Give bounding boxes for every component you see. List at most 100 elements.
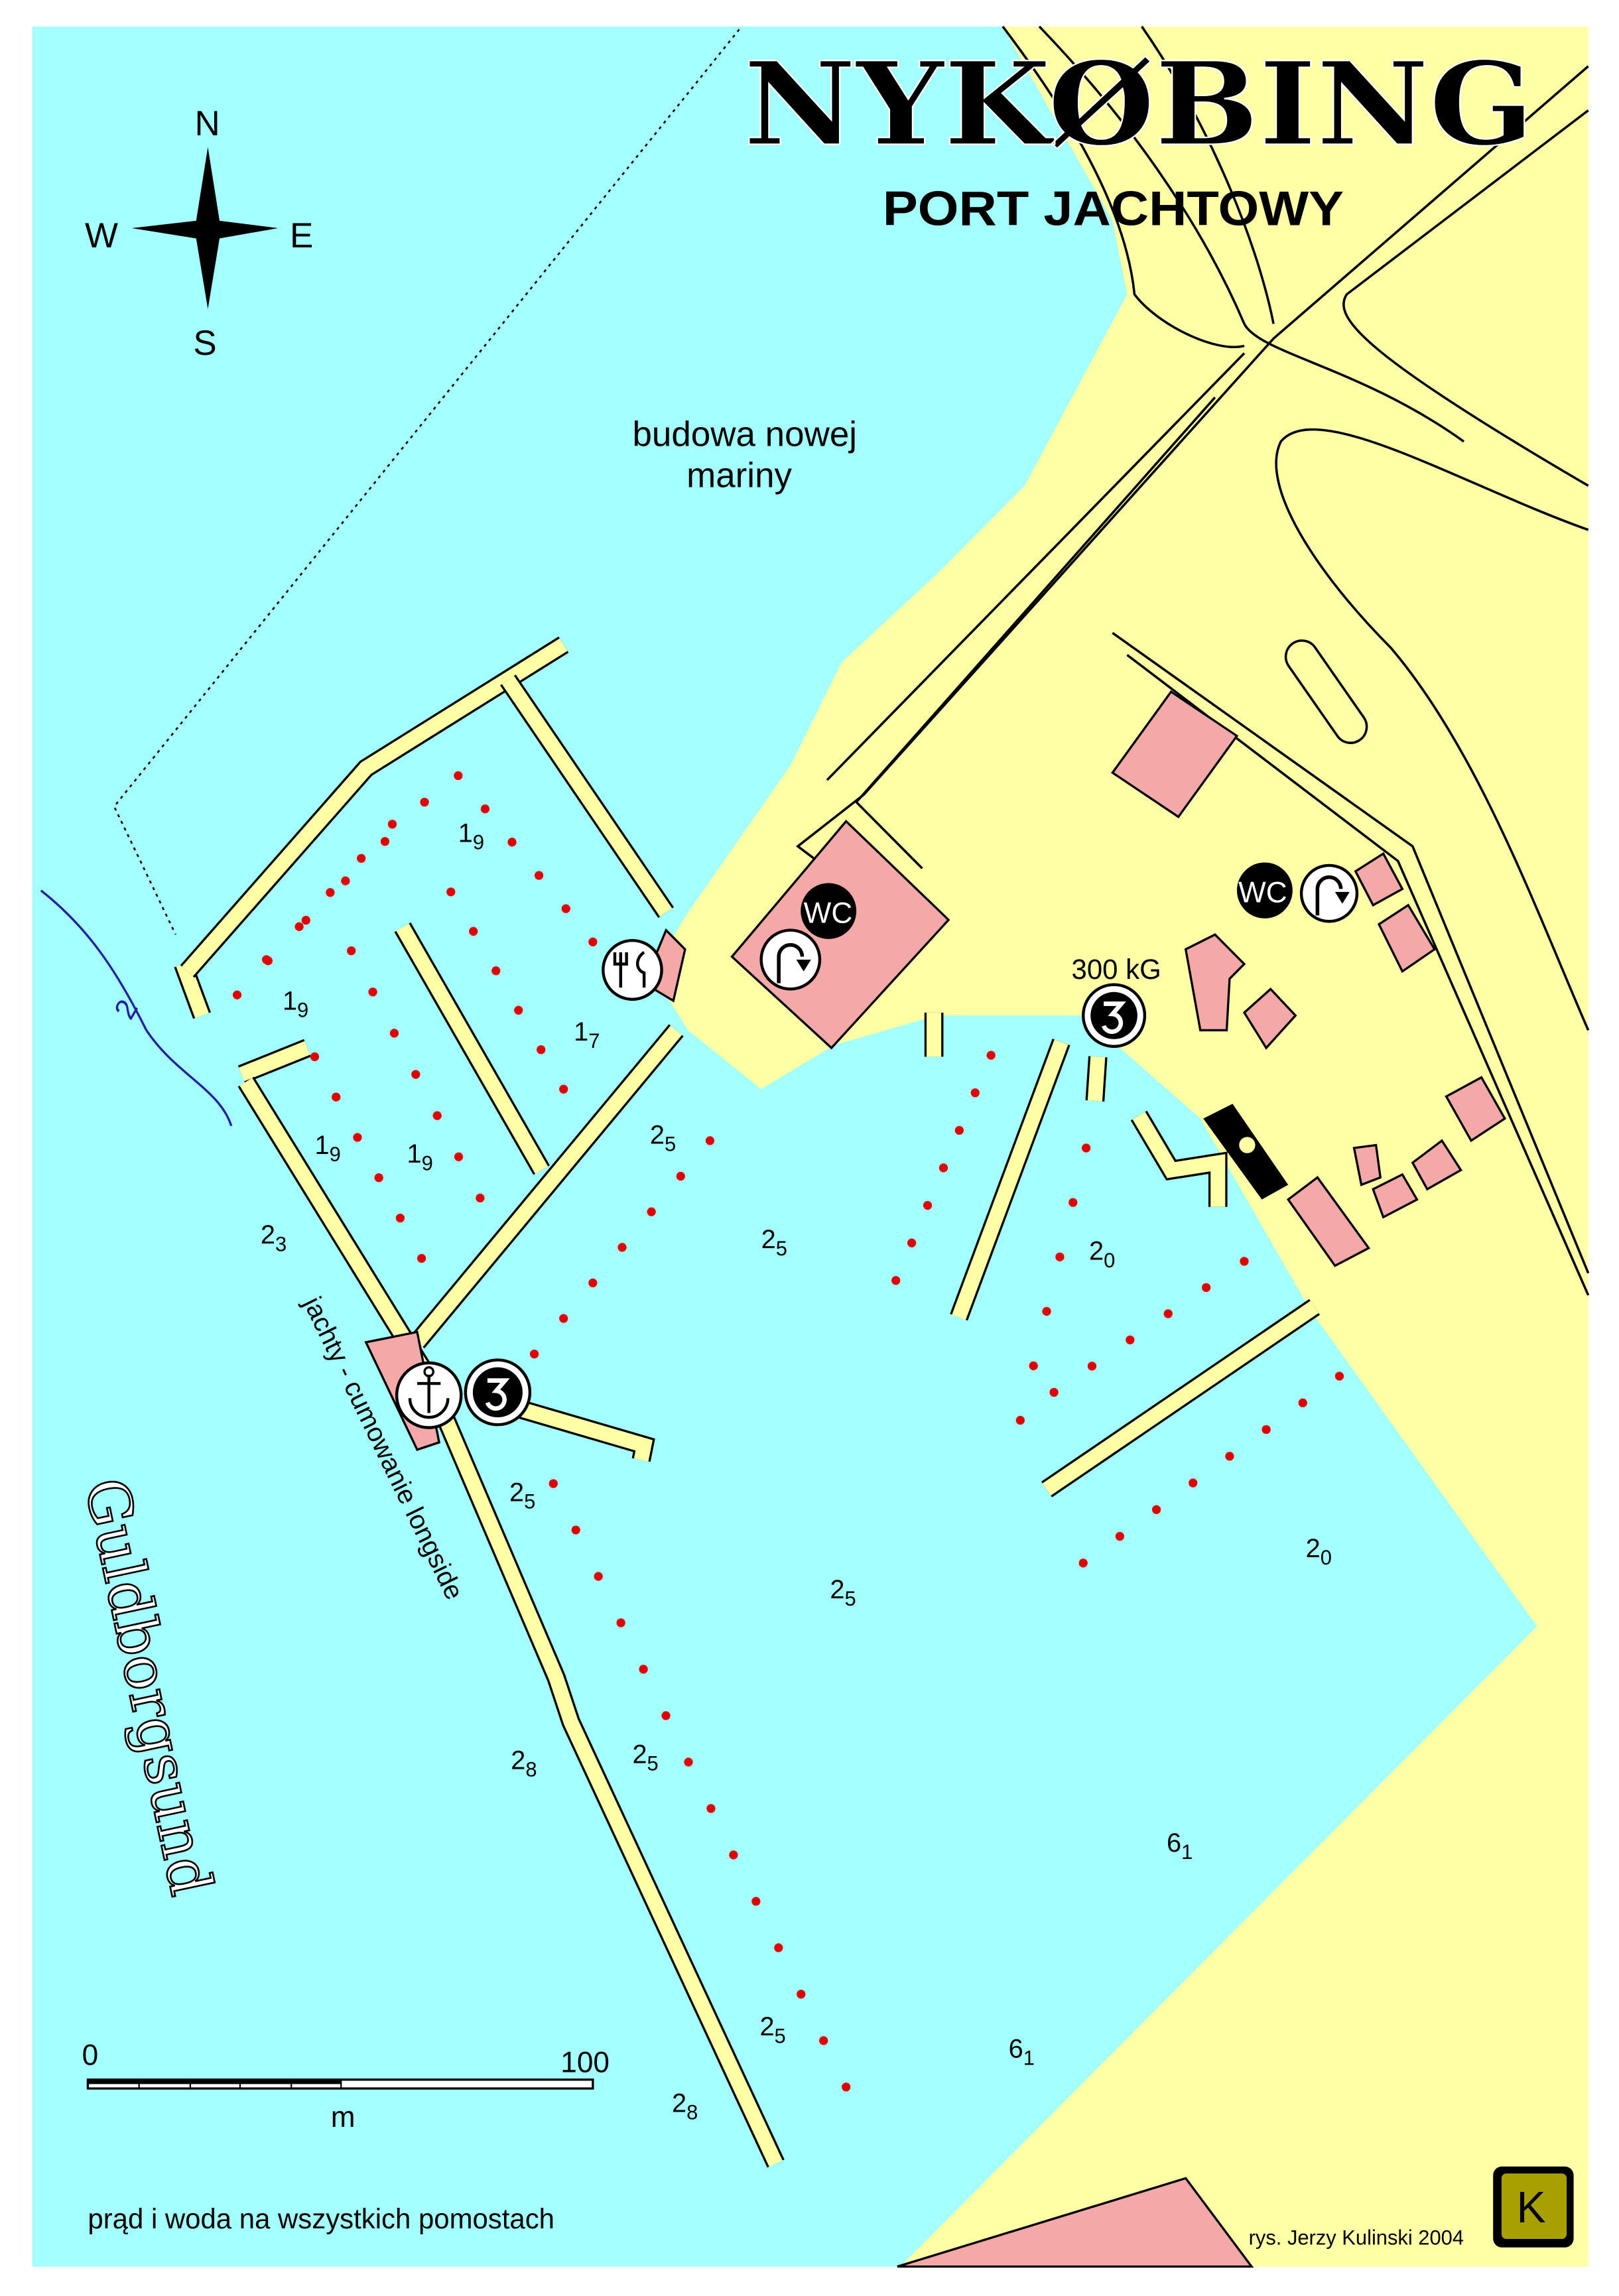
slipway-icon bbox=[1203, 1104, 1289, 1200]
mooring-buoy bbox=[535, 871, 544, 880]
mooring-buoy bbox=[842, 2082, 851, 2092]
pier bbox=[411, 1025, 682, 1348]
mooring-buoy bbox=[1049, 1387, 1059, 1397]
mooring-buoy bbox=[446, 887, 456, 897]
depth-sounding: 19 bbox=[315, 1131, 341, 1166]
mooring-buoy bbox=[507, 838, 517, 847]
mooring-buoy bbox=[705, 1136, 715, 1145]
mooring-buoy bbox=[594, 1572, 603, 1581]
mooring-buoy bbox=[774, 1943, 783, 1952]
mooring-buoy bbox=[432, 1111, 442, 1120]
depth-sounding: 20 bbox=[1306, 1534, 1332, 1569]
mooring-buoy bbox=[380, 837, 390, 846]
depth-sounding: 28 bbox=[672, 2089, 698, 2124]
mooring-buoy bbox=[491, 966, 501, 976]
mooring-buoy bbox=[751, 1897, 761, 1906]
mooring-buoy bbox=[729, 1850, 738, 1860]
land-area bbox=[651, 26, 1588, 2267]
mooring-buoy bbox=[1087, 1362, 1097, 1371]
depth-sounding: 61 bbox=[1167, 1828, 1193, 1864]
mooring-buoy bbox=[939, 1163, 948, 1173]
pier bbox=[182, 638, 568, 977]
scale-bar: 0 100 m bbox=[82, 2039, 610, 2133]
depth-sounding: 25 bbox=[650, 1120, 676, 1155]
mooring-buoy bbox=[301, 915, 310, 925]
mooring-buoy bbox=[588, 1278, 598, 1288]
mooring-buoy bbox=[588, 937, 598, 946]
credit: rys. Jerzy Kulinski 2004 bbox=[1249, 2226, 1464, 2249]
building-bottom bbox=[897, 2177, 1254, 2268]
anchor-icon bbox=[395, 1361, 463, 1429]
scale-start: 0 bbox=[82, 2039, 99, 2071]
mooring-buoy bbox=[970, 1088, 980, 1098]
mooring-buoy bbox=[389, 1029, 399, 1038]
mooring-buoy bbox=[1225, 1452, 1234, 1461]
mooring-buoy bbox=[347, 946, 356, 956]
mooring-buoys bbox=[232, 771, 1344, 2092]
author-logo: K bbox=[1493, 2166, 1574, 2248]
mooring-buoy bbox=[374, 1173, 383, 1182]
compass-star-icon bbox=[131, 147, 279, 310]
logo-letter: K bbox=[1517, 2183, 1546, 2232]
shower-icon bbox=[759, 928, 822, 991]
map-title: NYKØBING bbox=[744, 36, 1534, 172]
pier bbox=[239, 1078, 783, 2167]
scale-end: 100 bbox=[560, 2047, 610, 2079]
mooring-buoy bbox=[326, 888, 335, 897]
mooring-buoy bbox=[480, 804, 490, 814]
depth-sounding: 25 bbox=[509, 1478, 535, 1513]
crane-icon bbox=[1082, 983, 1147, 1049]
mooring-buoy bbox=[797, 1990, 806, 1999]
depth-contour-2m bbox=[40, 889, 233, 1127]
wc-icon: WC bbox=[801, 883, 857, 939]
mooring-buoy bbox=[514, 1005, 523, 1015]
mooring-buoy bbox=[529, 1350, 539, 1359]
mooring-buoy bbox=[1115, 1531, 1125, 1541]
mooring-buoy bbox=[1298, 1398, 1307, 1407]
mooring-buoy bbox=[417, 1253, 426, 1263]
roads bbox=[795, 25, 1590, 1296]
mooring-buoy bbox=[232, 990, 242, 999]
mooring-buoy bbox=[476, 1193, 485, 1203]
mooring-buoy bbox=[395, 1213, 405, 1223]
mooring-buoy bbox=[549, 1479, 558, 1488]
mooring-buoy bbox=[1042, 1307, 1051, 1316]
mooring-buoy bbox=[387, 820, 397, 829]
compass-north: N bbox=[195, 104, 220, 143]
mooring-buoy bbox=[537, 1045, 546, 1054]
mooring-buoy bbox=[923, 1200, 933, 1210]
mooring-buoy bbox=[561, 904, 570, 913]
mooring-buoy bbox=[819, 2036, 828, 2045]
depth-sounding: 19 bbox=[407, 1139, 433, 1175]
mooring-buoy bbox=[706, 1804, 716, 1813]
mooring-buoy bbox=[1334, 1371, 1344, 1381]
depth-sounding: 20 bbox=[1089, 1237, 1115, 1272]
depth-sounding: 25 bbox=[759, 2012, 785, 2047]
mooring-buoy bbox=[1189, 1478, 1198, 1488]
mooring-buoy bbox=[954, 1125, 964, 1135]
depth-sounding: 17 bbox=[574, 1017, 600, 1052]
mooring-buoy bbox=[262, 955, 271, 964]
piers bbox=[174, 636, 1320, 2168]
construction-boundary bbox=[113, 29, 740, 935]
mooring-buoy bbox=[368, 988, 377, 997]
compass-east: E bbox=[290, 216, 313, 255]
shower-icon bbox=[1299, 863, 1359, 923]
mooring-buoy bbox=[1082, 1143, 1091, 1153]
mooring-buoy bbox=[353, 1133, 362, 1142]
depth-sounding: 25 bbox=[830, 1575, 856, 1610]
depth-sounding: 19 bbox=[283, 986, 308, 1021]
scale-unit: m bbox=[331, 2101, 356, 2134]
wc-icon: WC bbox=[1236, 862, 1293, 919]
mooring-buoy bbox=[907, 1238, 917, 1247]
mooring-buoy bbox=[891, 1276, 901, 1285]
crane-icon bbox=[464, 1358, 532, 1427]
mooring-buoy bbox=[411, 1070, 421, 1079]
compass-west: W bbox=[85, 216, 118, 255]
mooring-buoy bbox=[1262, 1425, 1271, 1435]
mooring-buoy bbox=[647, 1207, 656, 1216]
mooring-buoy bbox=[310, 1052, 320, 1062]
pier bbox=[1132, 1112, 1226, 1207]
compass-rose: N S E W bbox=[85, 104, 313, 363]
